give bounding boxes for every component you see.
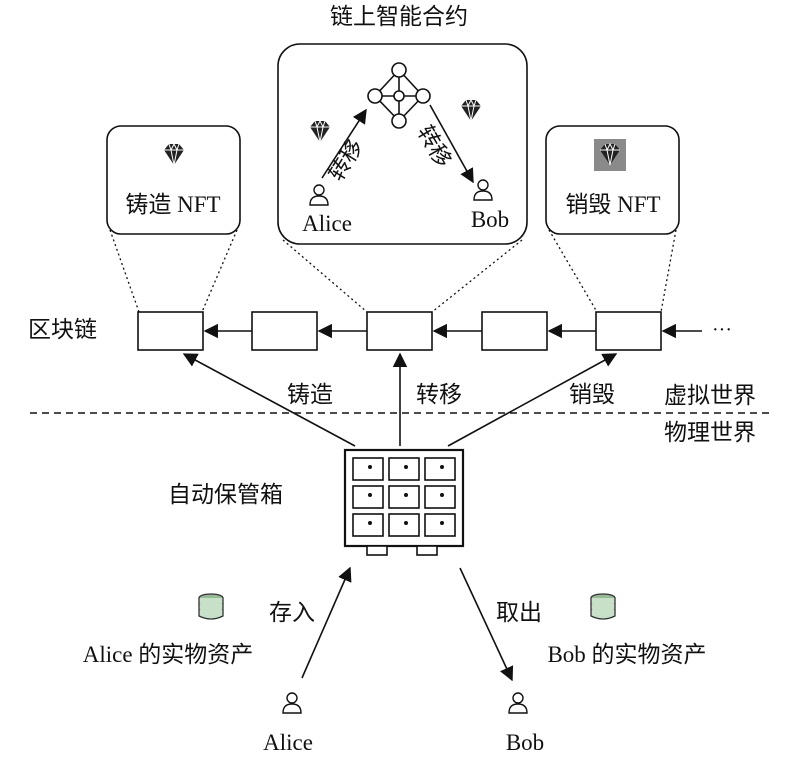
chain-ellipsis: ···: [712, 319, 732, 341]
mint-flow-label: 铸造: [287, 382, 333, 407]
contract-bob-label: Bob: [471, 207, 509, 232]
mint-nft-card: [106, 125, 241, 235]
alice-label: Alice: [263, 730, 313, 755]
chain-block-2: [251, 311, 318, 351]
mint-flow-arrow: [182, 353, 356, 447]
transfer-flow-label: 转移: [416, 382, 462, 407]
transfer-arrow-left: [321, 108, 367, 179]
burn-flow-label: 销毁: [569, 382, 615, 407]
burn-nft-card: [545, 125, 680, 235]
transfer-arrow-right: [429, 104, 474, 184]
alice-user-icon: [282, 692, 302, 714]
chain-block-3: [366, 311, 433, 351]
deposit-arrow: [301, 566, 352, 679]
contract-title: 链上智能合约: [330, 4, 468, 29]
mint-nft-label: 铸造 NFT: [125, 192, 220, 217]
zoom-connector-lines: [109, 229, 677, 313]
blockchain-label: 区块链: [28, 317, 97, 342]
locker-label: 自动保管箱: [168, 482, 283, 507]
burn-flow-arrow: [447, 353, 618, 447]
smart-contract-box: [277, 43, 528, 245]
burn-nft-label: 销毁 NFT: [565, 192, 660, 217]
alice-asset-label: Alice 的实物资产: [83, 642, 254, 667]
bob-label: Bob: [506, 730, 544, 755]
chain-block-1: [137, 311, 204, 351]
chain-block-4: [481, 311, 548, 351]
chain-block-5: [595, 311, 662, 351]
network-icon: [367, 62, 431, 129]
bob-asset-label: Bob 的实物资产: [547, 642, 706, 667]
bob-asset-coins-icon: [590, 593, 616, 620]
bob-user-icon: [508, 692, 528, 714]
physical-world-label: 物理世界: [664, 420, 756, 445]
smart-locker-icon: [343, 448, 465, 556]
alice-asset-coins-icon: [198, 593, 224, 620]
withdraw-arrow: [459, 567, 514, 682]
virtual-world-label: 虚拟世界: [664, 383, 756, 408]
withdraw-label: 取出: [496, 600, 542, 625]
contract-alice-label: Alice: [302, 211, 352, 236]
deposit-label: 存入: [269, 600, 315, 625]
